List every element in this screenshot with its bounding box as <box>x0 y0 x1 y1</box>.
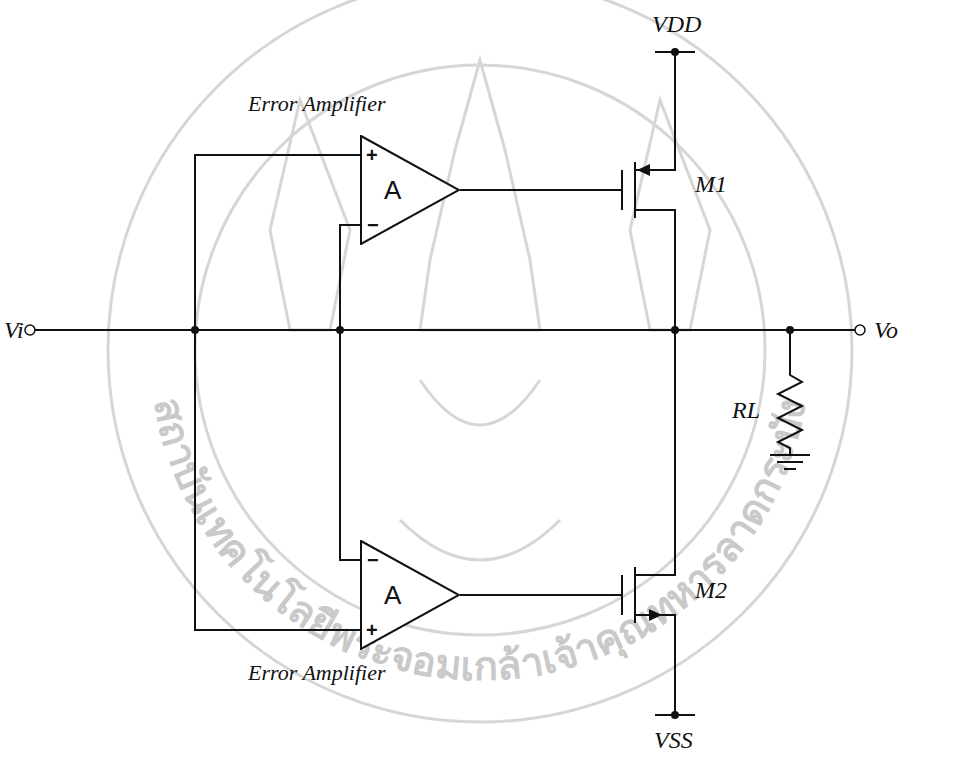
supply-label: VDD <box>652 12 701 36</box>
watermark-text: สถาบันเทคโนโลยีพระจอมเกล้าเจ้าคุณทหารลาด… <box>145 394 815 689</box>
amplifier-name: Error Amplifier <box>248 93 386 115</box>
amplifier-name: Error Amplifier <box>248 662 386 684</box>
input-polarity: − <box>367 550 379 570</box>
error-amplifier: Error Amplifier+−A <box>360 135 460 245</box>
terminal-label: Vo <box>874 318 898 342</box>
resistor-label: RL <box>732 398 760 422</box>
input-polarity: − <box>367 215 379 235</box>
error-amplifier: −+AError Amplifier <box>360 540 460 650</box>
input-polarity: + <box>366 620 378 640</box>
gain-symbol: A <box>384 177 401 203</box>
terminal-label: Vi <box>4 318 24 342</box>
input-polarity: + <box>366 145 378 165</box>
transistor-label: M2 <box>695 578 727 602</box>
watermark-text: สถาบันเทคโนโลยีพระจอมเกล้าเจ้าคุณทหารลาด… <box>145 394 815 689</box>
supply-label: VSS <box>654 728 693 752</box>
gain-symbol: A <box>384 582 401 608</box>
transistor-label: M1 <box>695 172 727 196</box>
